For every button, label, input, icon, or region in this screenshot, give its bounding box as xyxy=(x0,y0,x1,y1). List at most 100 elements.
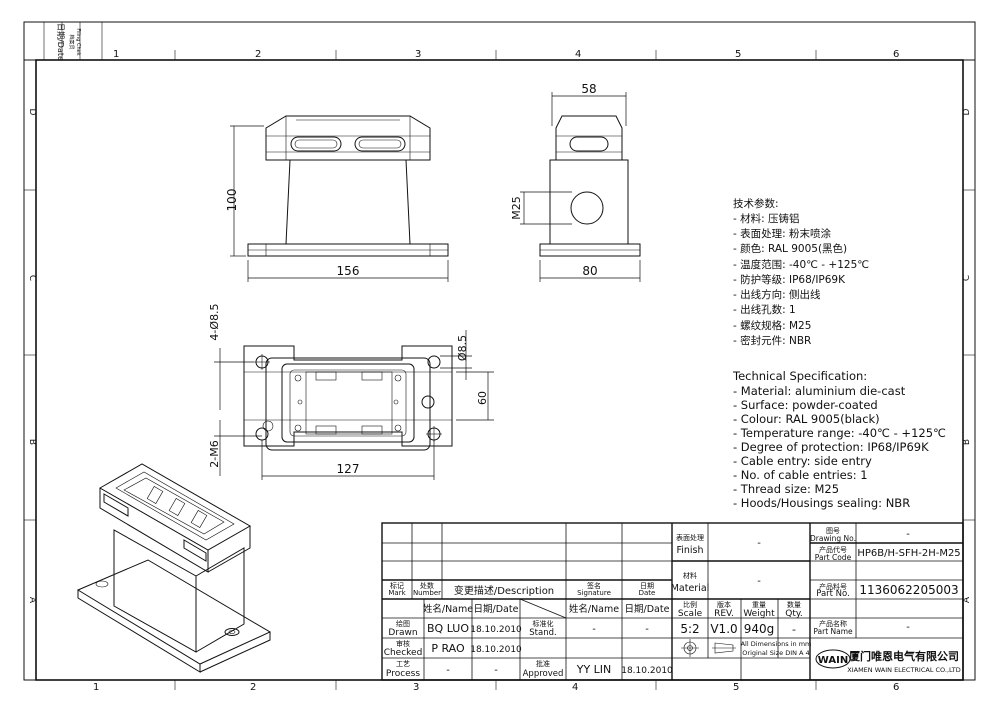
tb-company-cn: 厦门唯恩电气有限公司 xyxy=(849,649,959,663)
title-block: 标记 Mark 处数 Number 变更描述/Description 签名 Si… xyxy=(381,522,964,681)
tb-weight-cn: 重量 xyxy=(752,601,766,609)
spec-cn-line: - 出线孔数: 1 xyxy=(733,303,796,316)
row-markers: D C B A D C B A xyxy=(24,108,975,604)
tb-part-code-cn: 产品代号 xyxy=(819,545,847,554)
tb-part-name-cn: 产品名称 xyxy=(819,619,847,628)
tb-part-no-val: 1136062205003 xyxy=(859,583,958,597)
row-label-left-A: A xyxy=(27,597,37,604)
col-label-top-4: 4 xyxy=(575,49,581,60)
tb-rev-en: REV. xyxy=(714,609,734,619)
col-label-top-1: 1 xyxy=(113,49,119,60)
tb-finish-en: Finish xyxy=(676,545,703,556)
tb-company-en: XIAMEN WAIN ELECTRICAL CO.,LTD xyxy=(847,666,961,674)
tb-checked-name: P RAO xyxy=(431,642,465,655)
tb-part-code-val: HP6B/H-SFH-2H-M25 xyxy=(857,548,960,559)
spec-en-line: - Temperature range: -40℃ - +125℃ xyxy=(733,426,946,440)
tb-process-en: Process xyxy=(386,669,420,679)
tb-part-name-en: Part Name xyxy=(813,627,853,636)
row-label-right-C: C xyxy=(962,275,972,281)
dim-side-height: 100 xyxy=(225,189,239,212)
tb-rev-cn: 版本 xyxy=(717,600,731,609)
dim-end-width: 80 xyxy=(582,264,597,278)
tb-date-hdr: 日期/Date xyxy=(474,604,519,615)
spec-en-line: - Degree of protection: IP68/IP69K xyxy=(733,440,929,454)
tb-scale-en: Scale xyxy=(678,609,703,619)
margin-filing-cn: 档案员 xyxy=(68,34,75,49)
tb-mark-cn: 标记 xyxy=(390,581,404,590)
tb-part-name-val: - xyxy=(906,622,910,633)
tb-drawing-no-cn: 图号 xyxy=(826,527,840,535)
col-label-bottom-2: 2 xyxy=(250,682,256,693)
tb-process-name: - xyxy=(446,665,450,676)
top-column-markers: 1 2 3 4 5 6 xyxy=(113,49,899,60)
row-label-right-D: D xyxy=(962,108,972,115)
tb-units-2: Original Size DIN A 4 xyxy=(742,649,809,657)
spec-cn-line: - 材料: 压铸铝 xyxy=(733,212,800,225)
col-label-bottom-5: 5 xyxy=(733,682,739,693)
row-label-left-C: C xyxy=(27,275,37,281)
spec-en-line: - Material: aluminium die-cast xyxy=(733,384,906,398)
spec-cn-line: - 密封元件: NBR xyxy=(733,334,811,347)
tb-signature-cn: 签名 xyxy=(587,581,601,590)
projection-symbol xyxy=(681,639,736,657)
col-label-bottom-1: 1 xyxy=(93,682,99,693)
outer-frame xyxy=(23,21,976,681)
spec-en-line: - Hoods/Housings sealing: NBR xyxy=(733,496,910,510)
tb-mark-en: Mark xyxy=(388,589,406,597)
end-view: 58 M25 80 xyxy=(510,82,641,282)
tb-qty-cn: 数量 xyxy=(787,600,801,609)
tb-rev-val: V1.0 xyxy=(710,622,737,636)
tb-date-en: Date xyxy=(639,589,656,597)
spec-en-block: Technical Specification: - Material: alu… xyxy=(732,369,946,510)
tb-number-en: Number xyxy=(413,589,441,597)
tb-weight-en: Weight xyxy=(743,609,775,619)
col-label-bottom-4: 4 xyxy=(572,682,578,693)
col-label-bottom-3: 3 xyxy=(413,682,419,693)
spec-cn-block: 技术参数: - 材料: 压铸铝 - 表面处理: 粉末喷涂 - 颜色: RAL 9… xyxy=(733,197,869,347)
tb-drawn-name: BQ LUO xyxy=(427,622,469,635)
spec-cn-line: - 螺纹规格: M25 xyxy=(733,319,811,332)
col-label-top-6: 6 xyxy=(893,49,899,60)
spec-en-line: - Surface: powder-coated xyxy=(733,398,878,412)
tb-name-hdr-2: 姓名/Name xyxy=(569,603,619,615)
tb-qty-en: Qty. xyxy=(785,609,803,619)
tb-process-cn: 工艺 xyxy=(396,660,410,668)
tb-checked-date: 18.10.2010 xyxy=(470,645,522,655)
tb-qty-val: - xyxy=(792,623,796,636)
col-label-bottom-6: 6 xyxy=(893,682,899,693)
spec-cn-line: - 表面处理: 粉末喷涂 xyxy=(733,227,832,240)
dim-end-thread: M25 xyxy=(510,196,523,220)
tb-weight-val: 940g xyxy=(744,622,775,636)
cable-entry-circle xyxy=(570,191,604,225)
row-label-right-B: B xyxy=(962,439,972,445)
col-label-top-3: 3 xyxy=(415,49,421,60)
spec-en-line: - No. of cable entries: 1 xyxy=(733,468,868,482)
bottom-column-markers: 1 2 3 4 5 6 xyxy=(93,680,899,693)
spec-en-line: - Thread size: M25 xyxy=(733,482,839,496)
tb-date-hdr-2: 日期/Date xyxy=(625,604,670,615)
spec-en-line: - Cable entry: side entry xyxy=(733,454,872,468)
dim-thread-callout: 2-M6 xyxy=(208,440,221,467)
spec-cn-line: - 防护等级: IP68/IP69K xyxy=(733,273,846,286)
tb-name-hdr: 姓名/Name xyxy=(423,603,473,615)
dim-plan-width: 127 xyxy=(337,462,360,476)
tb-material-val: - xyxy=(757,576,761,587)
tb-process-date: - xyxy=(494,665,498,676)
spec-cn-line: - 温度范围: -40℃ - +125℃ xyxy=(733,258,869,271)
isometric-view xyxy=(76,463,272,673)
tb-approved-en: Approved xyxy=(523,669,564,679)
row-label-left-B: B xyxy=(27,439,37,445)
col-label-top-2: 2 xyxy=(255,49,261,60)
logo-text: WAIN xyxy=(818,655,848,666)
tb-drawn-date: 18.10.2010 xyxy=(470,625,522,635)
tb-stand-en: Stand. xyxy=(529,628,556,638)
spec-cn-line: - 出线方向: 侧出线 xyxy=(733,288,821,301)
tb-part-no-en: Part No. xyxy=(816,589,850,599)
tb-part-no-cn: 产品料号 xyxy=(819,582,847,591)
row-label-left-D: D xyxy=(27,109,37,116)
tb-description: 变更描述/Description xyxy=(454,584,554,597)
tb-material-en: Material xyxy=(671,583,710,594)
tb-material-cn: 材料 xyxy=(683,571,697,580)
